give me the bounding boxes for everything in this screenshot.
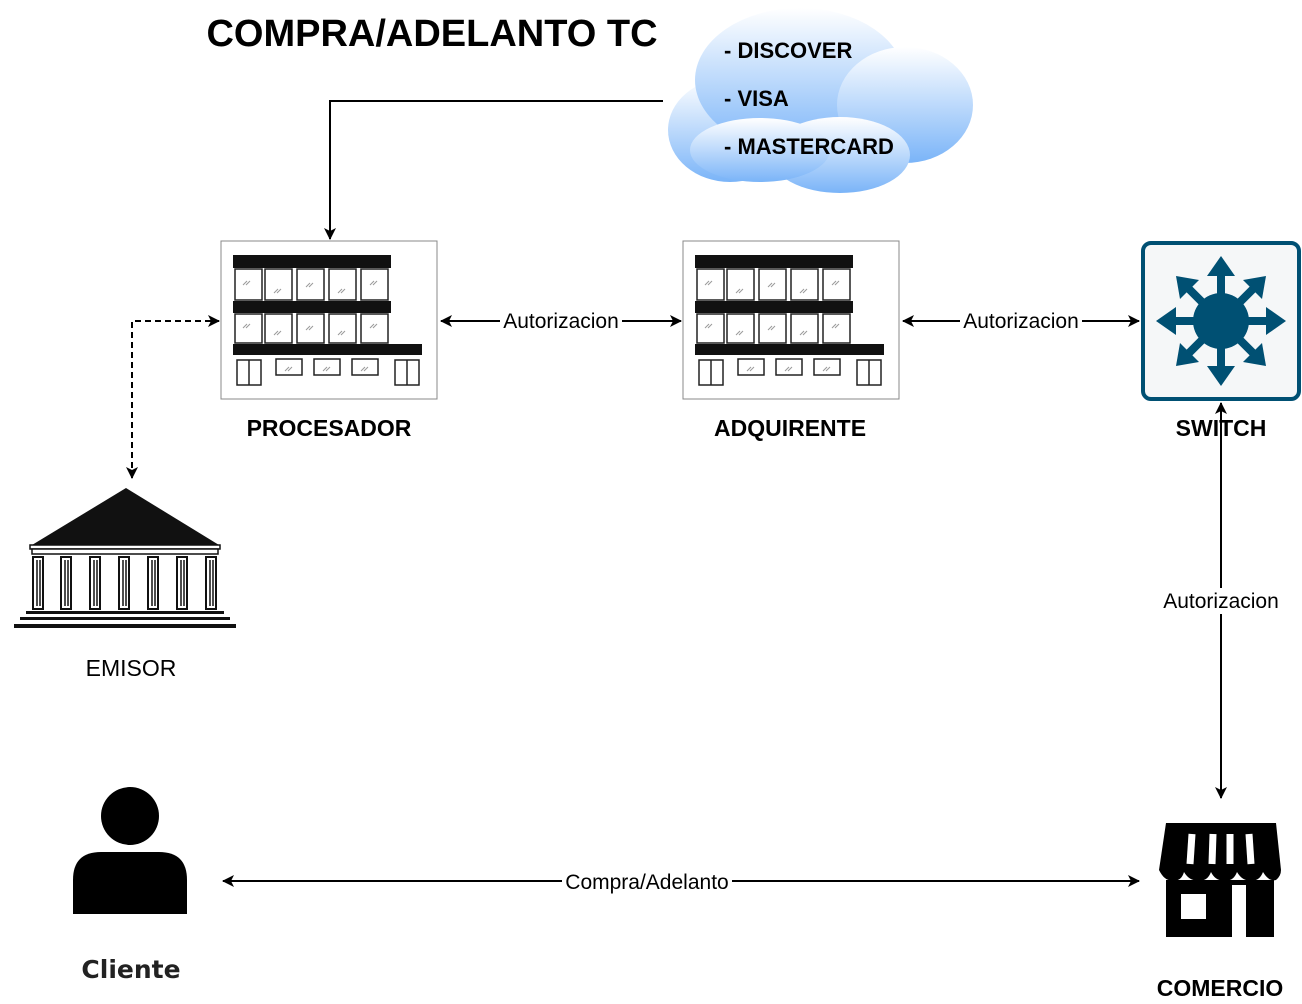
edge-cloud-procesador [324,100,663,240]
emisor-label: EMISOR [86,655,177,681]
store-icon [1159,823,1281,937]
bank-icon [14,488,236,628]
comercio-label: COMERCIO [1157,975,1284,1001]
edge-label-bg [562,869,732,893]
network-discover: - DISCOVER [724,38,852,63]
edge-label-switch-comercio: Autorizacion [1163,590,1279,613]
person-icon [73,787,187,914]
adquirente-building-icon [682,240,900,400]
edge-label-procesador-adquirente: Autorizacion [503,310,619,333]
adquirente-label: ADQUIRENTE [714,415,866,441]
edge-label-bg [960,309,1082,333]
procesador-label: PROCESADOR [247,415,412,441]
network-mastercard: - MASTERCARD [724,134,894,159]
edge-label-bg [1158,588,1284,614]
diagram-title: COMPRA/ADELANTO TC [206,13,657,55]
cloud-icon [668,8,973,193]
cliente-label: Cliente [81,955,180,984]
edge-emisor-procesador [126,315,220,479]
procesador-building-icon [220,240,438,400]
edge-label-bg [500,309,622,333]
network-visa: - VISA [724,86,789,111]
edge-label-cliente-comercio: Compra/Adelanto [565,871,728,894]
switch-icon [1141,241,1301,401]
edge-label-adquirente-switch: Autorizacion [963,310,1079,333]
